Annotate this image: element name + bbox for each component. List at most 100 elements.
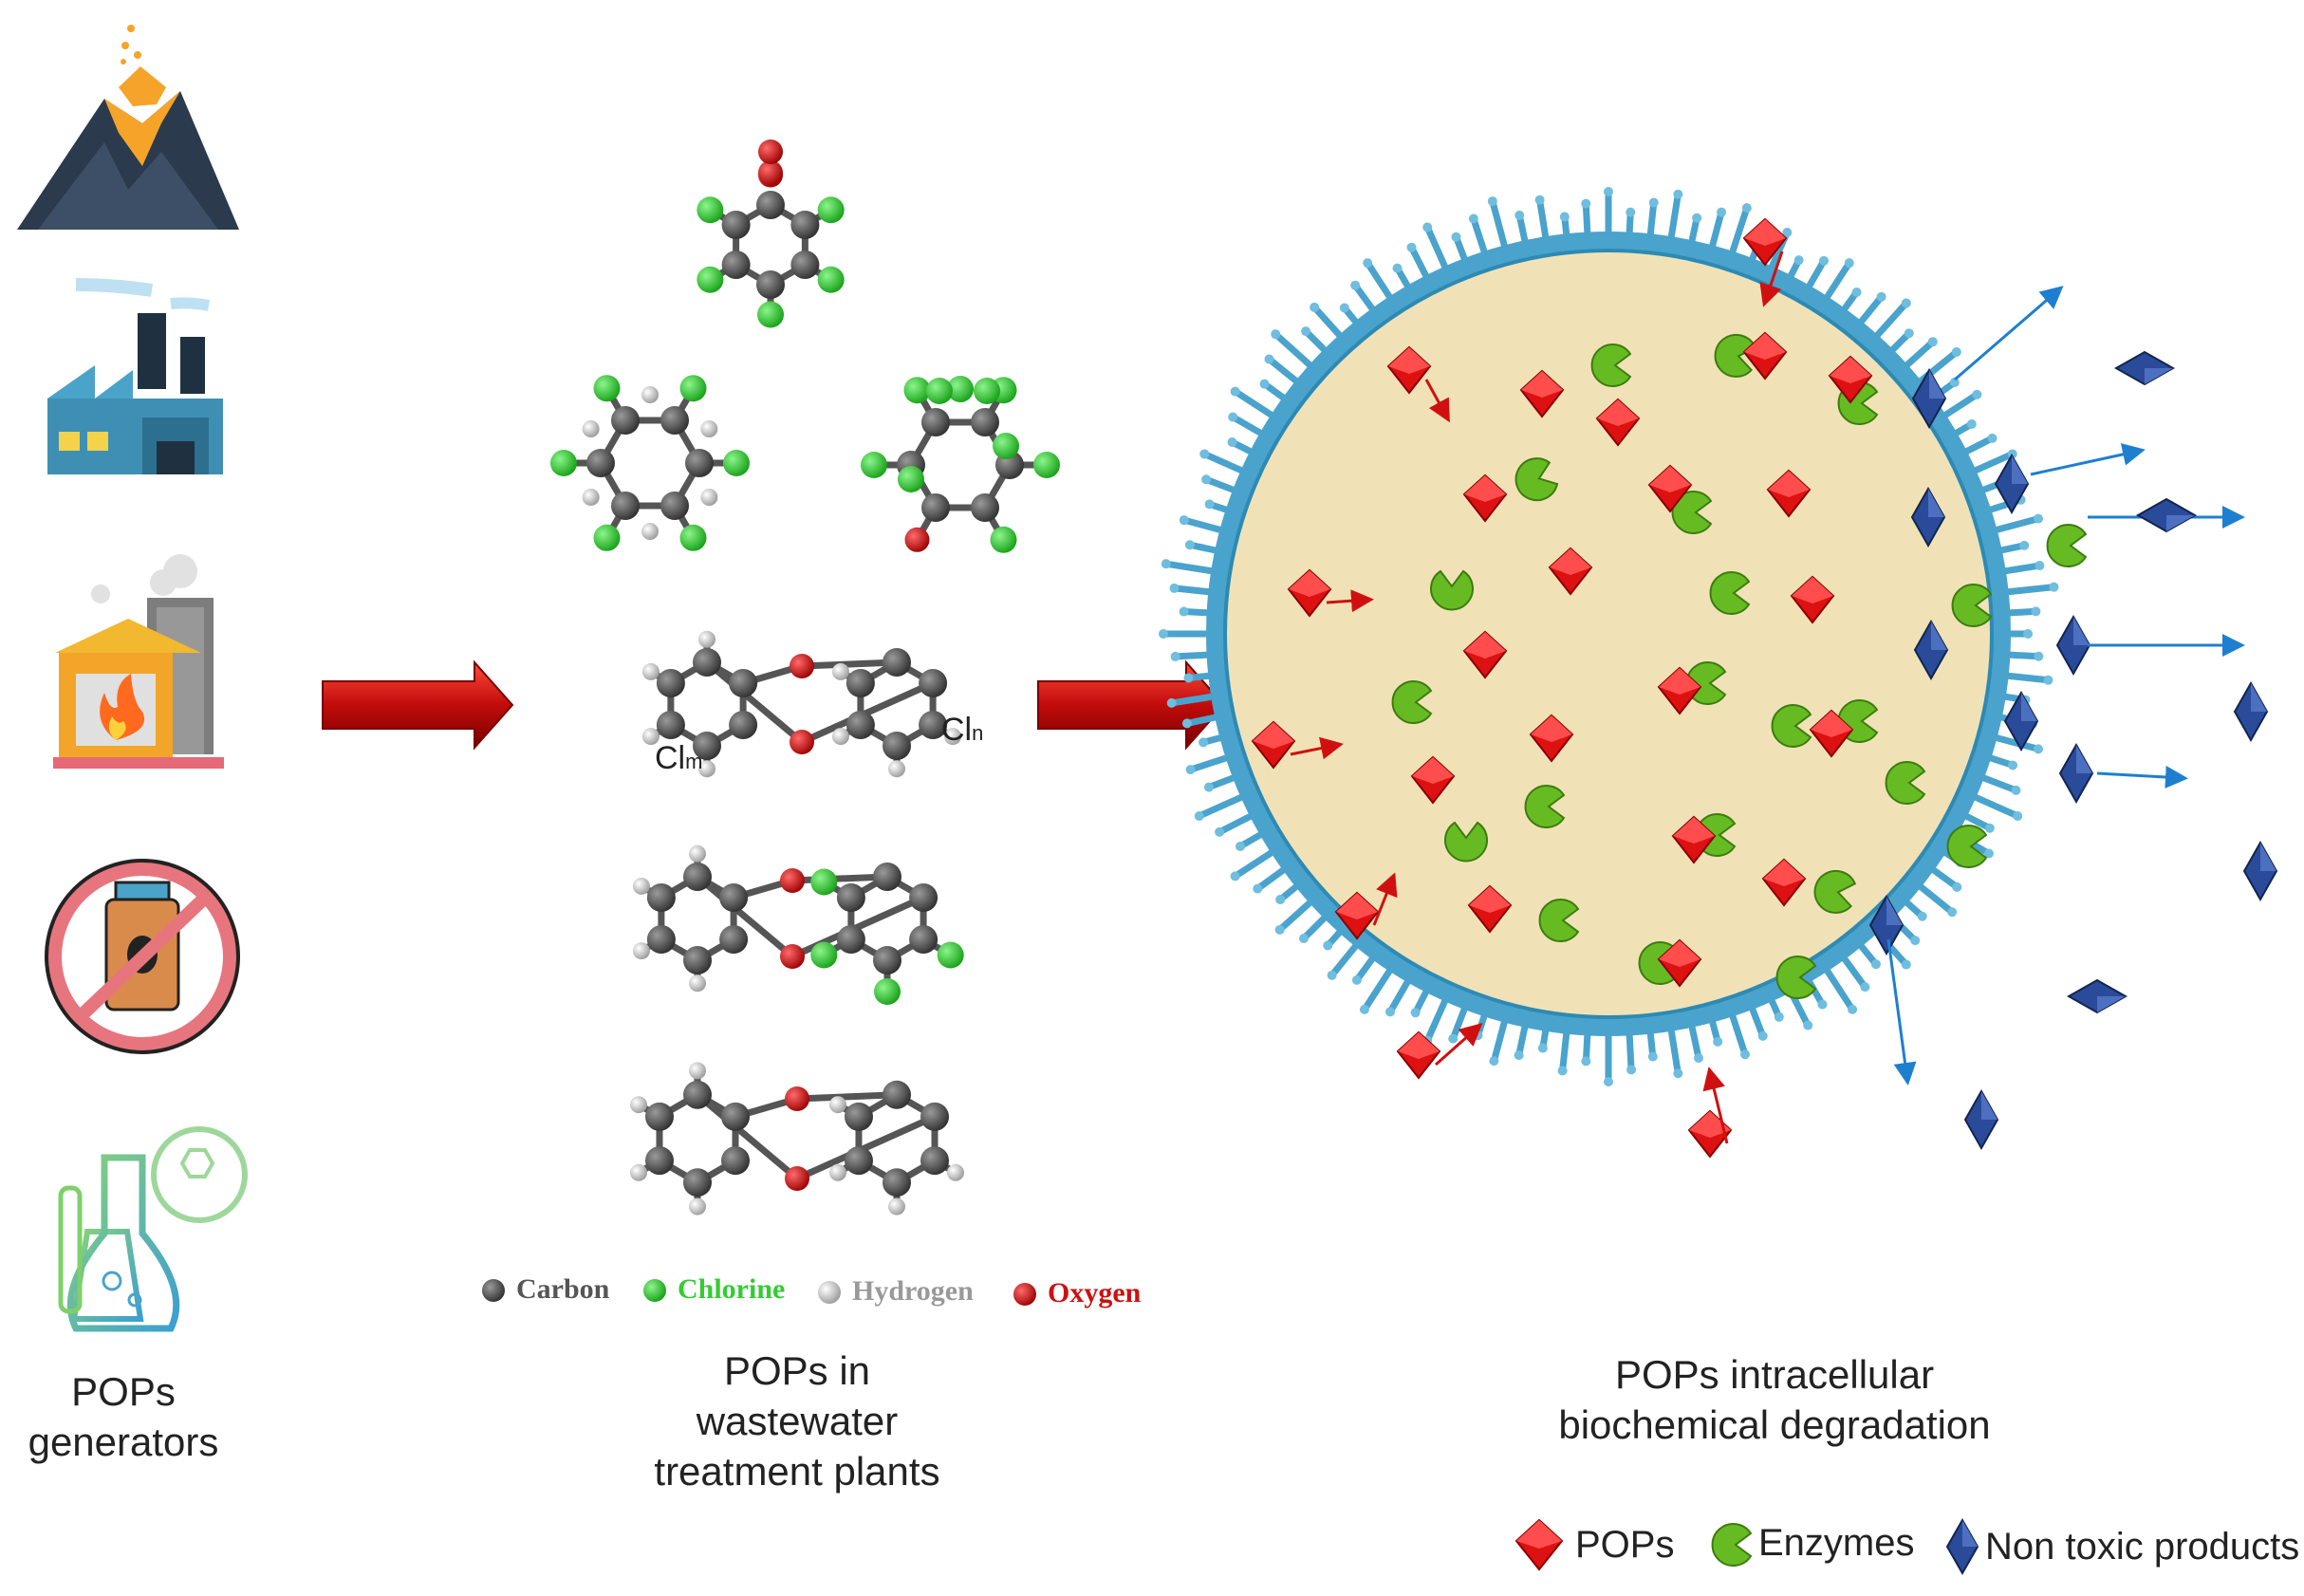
product-particle [1913,619,1949,681]
membrane-protrusion-tip [1851,287,1862,297]
membrane-protrusion-tip [1757,1030,1768,1041]
membrane-protrusion-tip [1803,1020,1813,1030]
membrane-protrusion-tip [1185,765,1196,775]
membrane-protrusion-tip [1604,1077,1613,1086]
enzyme-particle [1709,571,1751,615]
carbon-atom [883,732,911,760]
caption-wastewater: POPs in wastewater treatment plants [607,1345,987,1496]
membrane-protrusion-tip [2007,449,2017,459]
membrane-protrusion-tip [1275,895,1286,905]
membrane-protrusion-tip [1817,999,1828,1010]
chlorine-atom [679,524,707,551]
pop-particle [1334,891,1380,940]
membrane-protrusion-tip [2008,760,2018,770]
carbon-atom [729,711,758,739]
product-highlight [2021,693,2037,721]
chlorine-atom [679,375,707,402]
membrane-protrusion-tip [2013,810,2023,821]
atom-legend-hydrogen: Hydrogen [852,1275,974,1307]
carbon-atom [729,669,758,697]
incinerator-icon [53,554,224,769]
product-highlight [2073,617,2090,645]
membrane-protrusion [1196,790,1252,820]
chlorine-atom [874,978,901,1005]
carbon-atom [790,211,820,239]
oxygen-atom [780,868,805,893]
bond [798,659,901,670]
membrane-protrusion-tip [1468,213,1478,224]
membrane-protrusion-tip [1581,198,1591,209]
membrane-protrusion-tip [1901,298,1911,308]
chlorine-atom [993,433,1019,459]
membrane-protrusion-tip [1264,354,1274,364]
pop-particle [1742,331,1788,380]
chlorine-atom [861,452,887,478]
hydrogen-atom [944,728,962,746]
carbon-atom [920,1146,950,1176]
membrane-protrusion [1820,961,1856,1013]
membrane-protrusion-tip [1917,911,1927,921]
membrane-protrusion-tip [2019,540,2030,550]
enzyme-shape [1775,956,1817,999]
carbon-atom [909,925,938,954]
carbon-atom [873,863,901,891]
enzyme-particle [1430,569,1474,611]
membrane-protrusion-tip [1947,907,1958,918]
membrane-protrusion-tip [2034,651,2044,661]
bond [793,1091,901,1103]
membrane-protrusion-tip [1448,1033,1459,1044]
chlorine-atom [817,266,845,293]
carbon-atom [646,925,676,954]
pop-highlight [1763,860,1805,886]
flux-arrow [1290,736,1344,760]
membrane-protrusion-tip [1694,1053,1704,1064]
product-highlight [2012,455,2028,484]
enzyme-shape [1951,584,1993,627]
flux-arrow [1326,589,1374,613]
pop-highlight [1659,940,1700,967]
flux-arrow [1759,251,1784,307]
carbon-atom [683,1080,712,1109]
hydrogen-atom [828,1163,846,1181]
membrane-protrusion [1364,259,1397,306]
carbon-atom [971,493,999,523]
membrane-protrusion-tip [1557,1066,1568,1076]
oxygen-atom [780,944,805,969]
product-particle [1911,367,1947,430]
carbon-atom [683,946,712,974]
carbon-atom [883,1080,911,1109]
carbon-atom [721,251,751,279]
volcano-icon [17,25,239,230]
membrane-protrusion [1868,299,1910,344]
membrane-protrusion-tip [1339,303,1349,313]
carbon-atom [693,648,721,677]
membrane-protrusion-tip [1626,207,1636,217]
membrane-protrusion [1820,259,1853,306]
atom-legend-carbon: Carbon [516,1273,610,1305]
pop-highlight [1811,711,1852,737]
tetrachlorodibenzodioxin-molecule [632,844,964,1005]
pop-particle [1410,755,1456,805]
membrane-protrusion-tip [1228,412,1238,422]
membrane-protrusion-tip [1534,195,1545,205]
legend-label-enzymes: Enzymes [1758,1522,1915,1564]
membrane-protrusion-tip [1203,782,1214,792]
product-particle [1910,486,1946,548]
membrane-protrusion-tip [1169,583,1180,593]
membrane-protrusion-tip [1184,540,1195,550]
carbon-atom [683,863,712,891]
chlorine-atom [757,301,784,328]
carbon-atom [883,648,911,677]
product-highlight [1928,489,1944,517]
pop-particle [1396,1030,1441,1080]
membrane-protrusion [1666,191,1682,248]
product-particle [2058,742,2094,805]
pop-particle [1529,714,1574,763]
carbon-atom [845,669,875,697]
cl-m-symbol: Cl [655,740,686,776]
enzyme-particle [1524,785,1566,828]
enzyme-shape [1590,343,1632,387]
chlorine-atom [697,196,724,224]
